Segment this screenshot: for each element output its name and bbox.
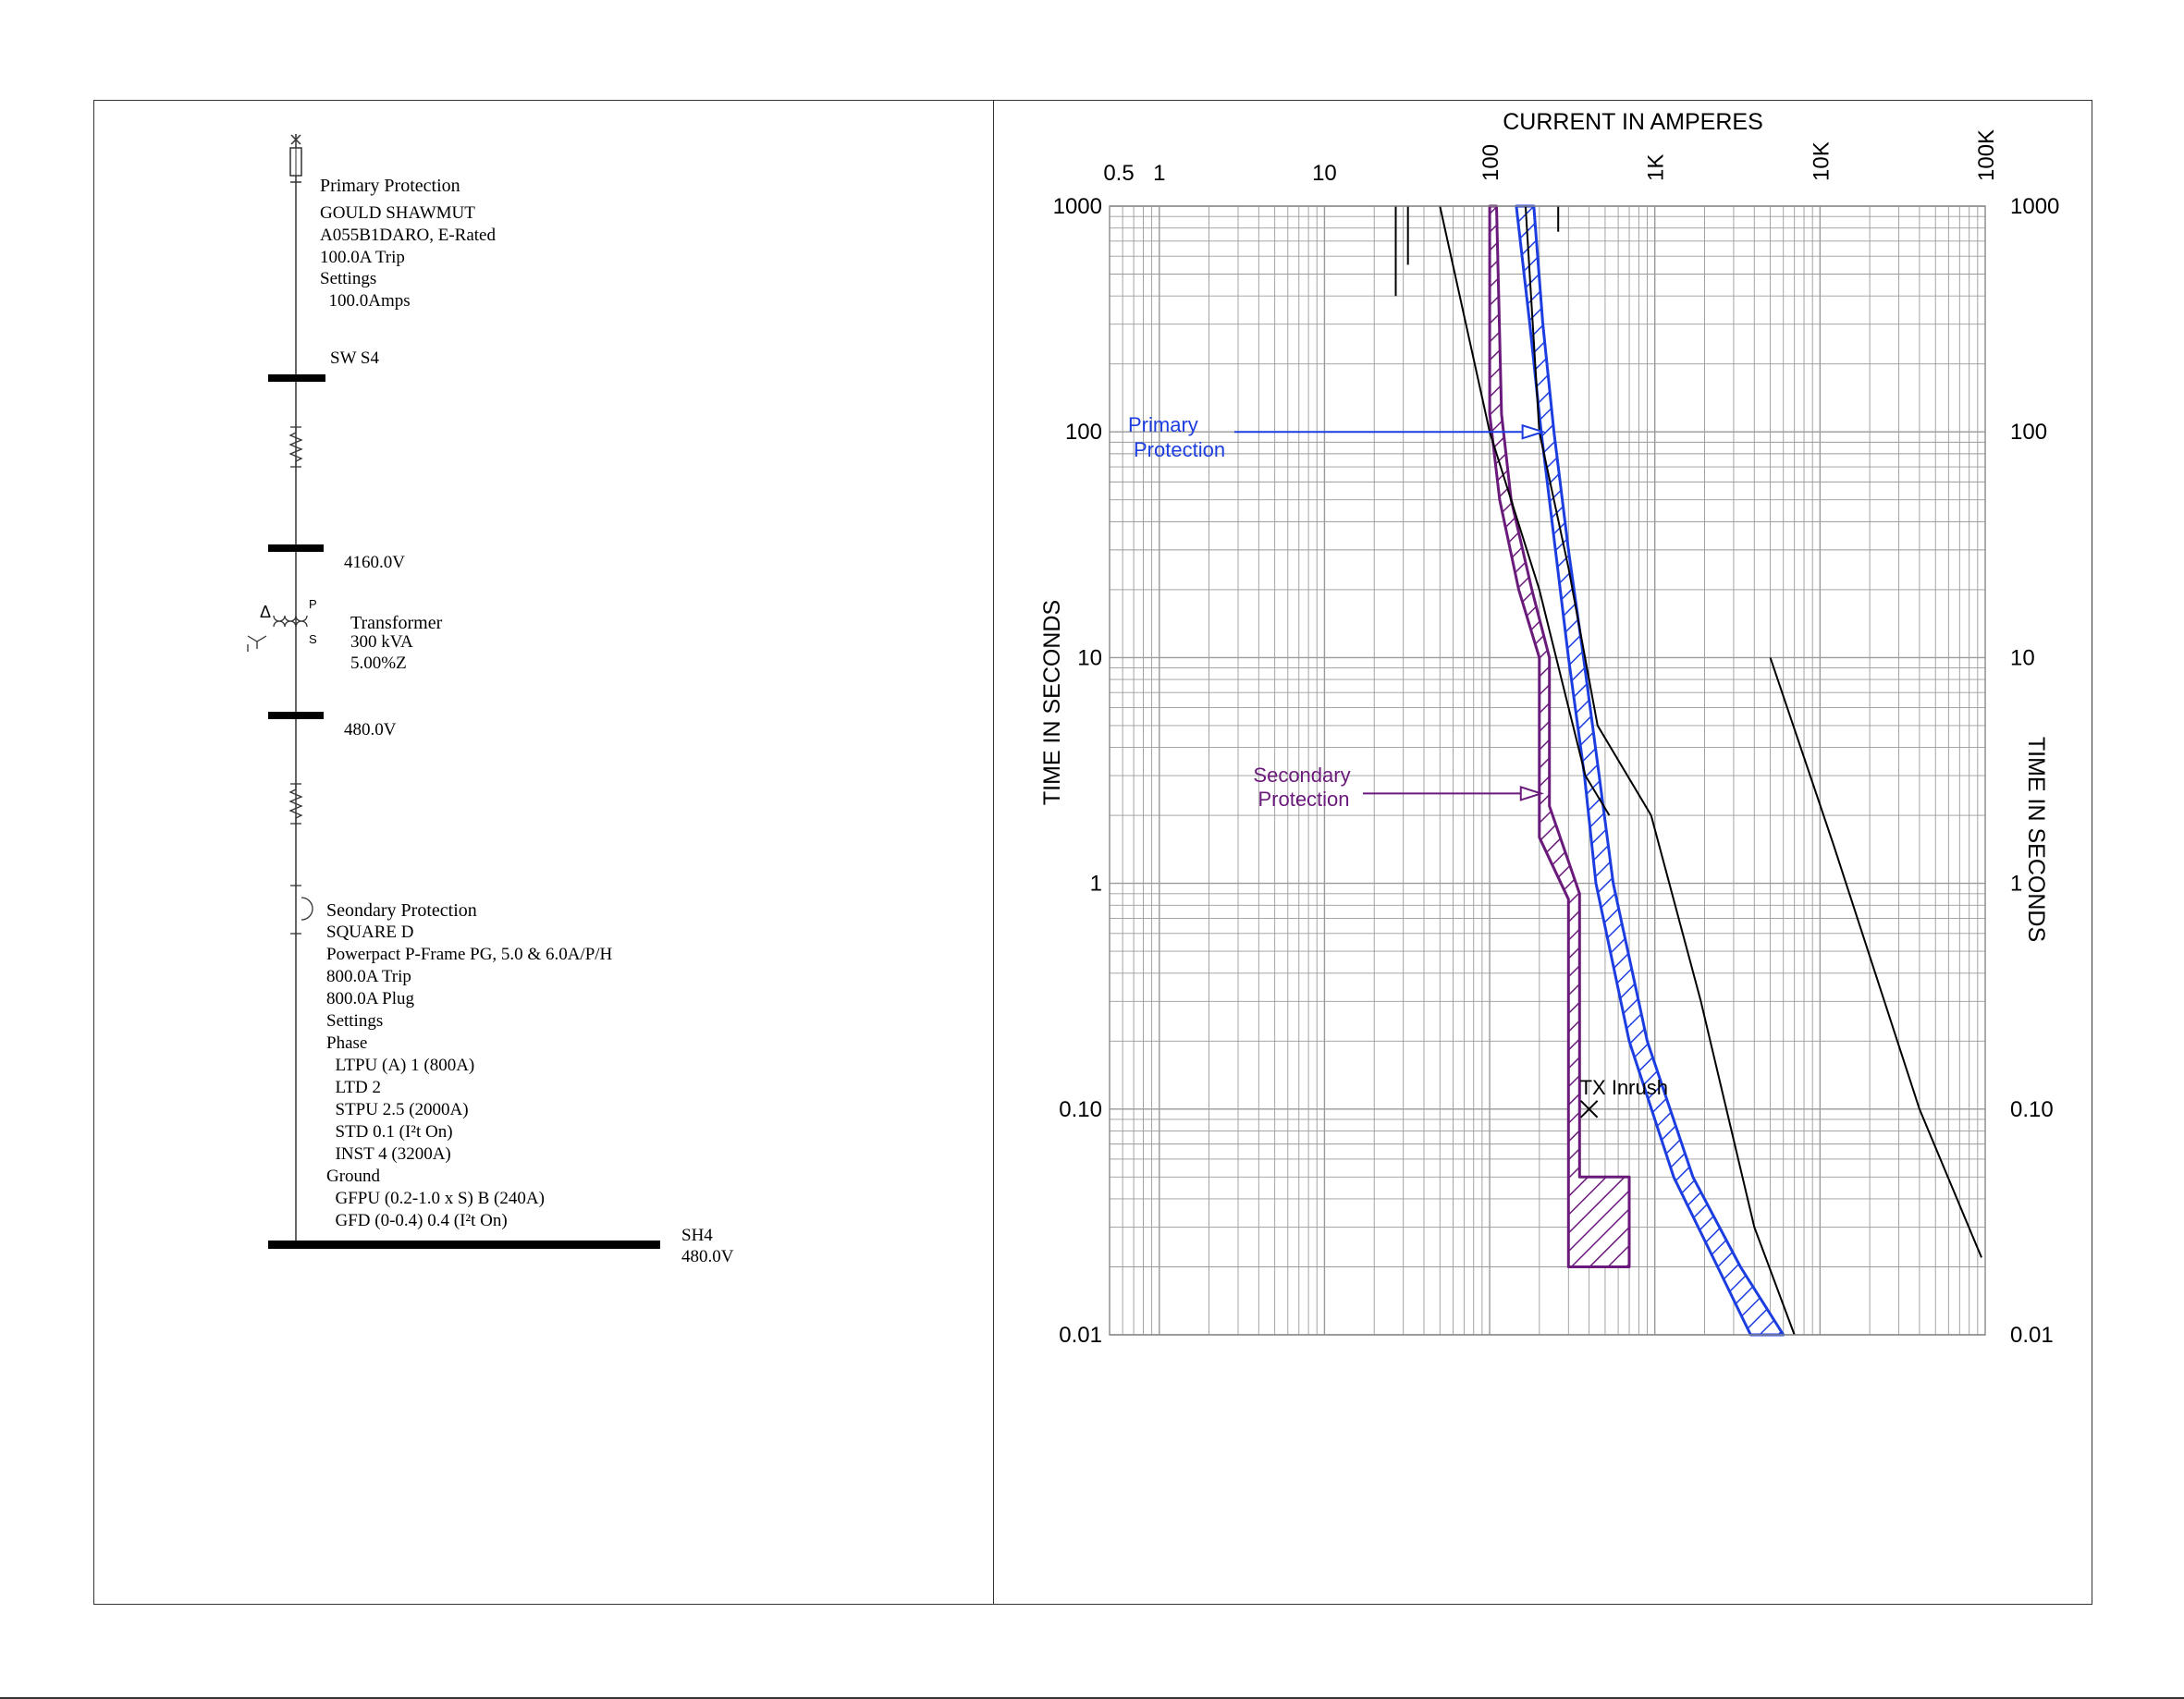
primary-protection-line: Settings bbox=[320, 269, 376, 288]
x-tick-label: 10 bbox=[1312, 161, 1337, 186]
reference-curve bbox=[1524, 205, 1652, 816]
delta-symbol: Δ bbox=[260, 603, 271, 621]
y-tick-label-left: 10 bbox=[1077, 645, 1102, 670]
transformer-symbol bbox=[247, 615, 308, 652]
axis-ticks: 0.5 1 10 100 1K 10K 100K 1000 1000 100 100 10 10 1 1 0.… bbox=[1053, 129, 2060, 1348]
y-tick-label-right: 10 bbox=[2010, 645, 2035, 670]
secondary-bus-bar bbox=[268, 712, 324, 719]
switch-label: SW S4 bbox=[330, 348, 379, 368]
reference-curve bbox=[1439, 205, 1611, 816]
x-tick-label: 100K bbox=[1974, 129, 1999, 181]
secondary-settings: SQUARE D Powerpact P-Frame PG, 5.0 & 6.0… bbox=[326, 923, 613, 1230]
x-tick-label: 1K bbox=[1644, 154, 1669, 181]
sheet-divider bbox=[993, 100, 994, 1605]
primary-protection-line: 100.0Amps bbox=[320, 291, 411, 311]
primary-bus-bar bbox=[268, 544, 324, 552]
primary-protection-band bbox=[1515, 204, 1785, 1337]
secondary-protection-line: Settings bbox=[326, 1011, 383, 1031]
secondary-protection-title: Seondary Protection bbox=[326, 900, 477, 921]
secondary-protection-band bbox=[1488, 204, 1631, 1268]
secondary-winding-mark: S bbox=[309, 632, 317, 646]
transformer-impedance: 5.00%Z bbox=[350, 654, 407, 673]
primary-protection-line: A055B1DARO, E-Rated bbox=[320, 226, 496, 245]
secondary-annotation-label: Secondary bbox=[1253, 764, 1350, 787]
y-tick-label-right: 1000 bbox=[2010, 194, 2059, 219]
y-axis-label-right: TIME IN SECONDS bbox=[2023, 737, 2049, 942]
tx-inrush-marker bbox=[1579, 1100, 1599, 1118]
main-bus-name: SH4 bbox=[681, 1226, 713, 1245]
x-tick-label: 100 bbox=[1478, 144, 1503, 181]
secondary-protection-line: STD 0.1 (I²t On) bbox=[326, 1122, 453, 1142]
sheet-frame bbox=[93, 100, 2092, 1605]
secondary-protection-line: INST 4 (3200A) bbox=[326, 1144, 451, 1164]
y-tick-label-right: 1 bbox=[2010, 872, 2022, 897]
cable-symbol bbox=[288, 426, 303, 468]
y-tick-label-left: 0.01 bbox=[1059, 1323, 1102, 1348]
primary-protection-line: GOULD SHAWMUT bbox=[320, 203, 475, 223]
x-tick-label: 10K bbox=[1809, 141, 1834, 181]
main-bus-bar bbox=[268, 1241, 660, 1249]
x-tick-label: 0.5 bbox=[1103, 161, 1134, 186]
secondary-protection-line: STPU 2.5 (2000A) bbox=[326, 1100, 469, 1119]
y-tick-label-left: 1000 bbox=[1053, 194, 1102, 219]
x-axis-label: CURRENT IN AMPERES bbox=[1503, 109, 1763, 135]
primary-annotation-label: Protection bbox=[1134, 438, 1225, 461]
secondary-bus-voltage: 480.0V bbox=[344, 720, 397, 739]
primary-annotation-label: Primary bbox=[1128, 413, 1198, 436]
primary-bus-voltage: 4160.0V bbox=[344, 553, 405, 572]
reference-curves bbox=[1394, 205, 1982, 1336]
secondary-protection-line: 800.0A Plug bbox=[326, 989, 415, 1008]
secondary-protection-line: Powerpact P-Frame PG, 5.0 & 6.0A/P/H bbox=[326, 945, 613, 964]
secondary-protection-line: Phase bbox=[326, 1033, 367, 1053]
y-tick-label-left: 1 bbox=[1090, 872, 1102, 897]
primary-protection-title: Primary Protection bbox=[320, 176, 460, 196]
y-tick-label-right: 0.10 bbox=[2010, 1097, 2054, 1122]
y-tick-label-left: 100 bbox=[1065, 420, 1102, 445]
tx-inrush-label: TX Inrush bbox=[1580, 1076, 1668, 1099]
secondary-protection-line: GFD (0-0.4) 0.4 (I²t On) bbox=[326, 1211, 508, 1230]
plot-frame bbox=[1109, 205, 1986, 1336]
reference-curve bbox=[1769, 657, 1982, 1258]
secondary-protection-line: GFPU (0.2-1.0 x S) B (240A) bbox=[326, 1189, 545, 1208]
transformer-rating: 300 kVA bbox=[350, 632, 413, 652]
x-tick-label: 1 bbox=[1153, 161, 1165, 186]
y-tick-label-right: 0.01 bbox=[2010, 1323, 2054, 1348]
primary-protection-line: 100.0A Trip bbox=[320, 248, 405, 267]
secondary-protection-line: LTD 2 bbox=[326, 1078, 381, 1097]
one-line-diagram: Primary Protection GOULD SHAWMUT A055B1D… bbox=[247, 134, 734, 1266]
secondary-protection-line: LTPU (A) 1 (800A) bbox=[326, 1056, 474, 1075]
main-bus-voltage: 480.0V bbox=[681, 1247, 734, 1266]
secondary-annotation-arrowhead bbox=[1519, 786, 1545, 801]
reference-curve bbox=[1650, 814, 1796, 1336]
breaker-symbol bbox=[290, 885, 313, 935]
secondary-protection-line: Ground bbox=[326, 1167, 381, 1186]
primary-annotation-arrowhead bbox=[1521, 423, 1546, 440]
y-tick-label-right: 100 bbox=[2010, 420, 2047, 445]
switch-bus-bar bbox=[268, 374, 325, 382]
y-axis-label-left: TIME IN SECONDS bbox=[1039, 600, 1065, 805]
secondary-annotation-label: Protection bbox=[1258, 788, 1349, 811]
primary-winding-mark: P bbox=[309, 597, 317, 611]
cable-symbol bbox=[288, 783, 303, 825]
secondary-protection-line: 800.0A Trip bbox=[326, 967, 411, 986]
fuse-symbol bbox=[289, 134, 302, 183]
y-tick-label-left: 0.10 bbox=[1059, 1097, 1102, 1122]
bottom-rule bbox=[0, 1697, 2184, 1699]
transformer-title: Transformer bbox=[350, 613, 443, 633]
plot-border bbox=[1109, 205, 1986, 1336]
secondary-protection-line: SQUARE D bbox=[326, 923, 413, 942]
